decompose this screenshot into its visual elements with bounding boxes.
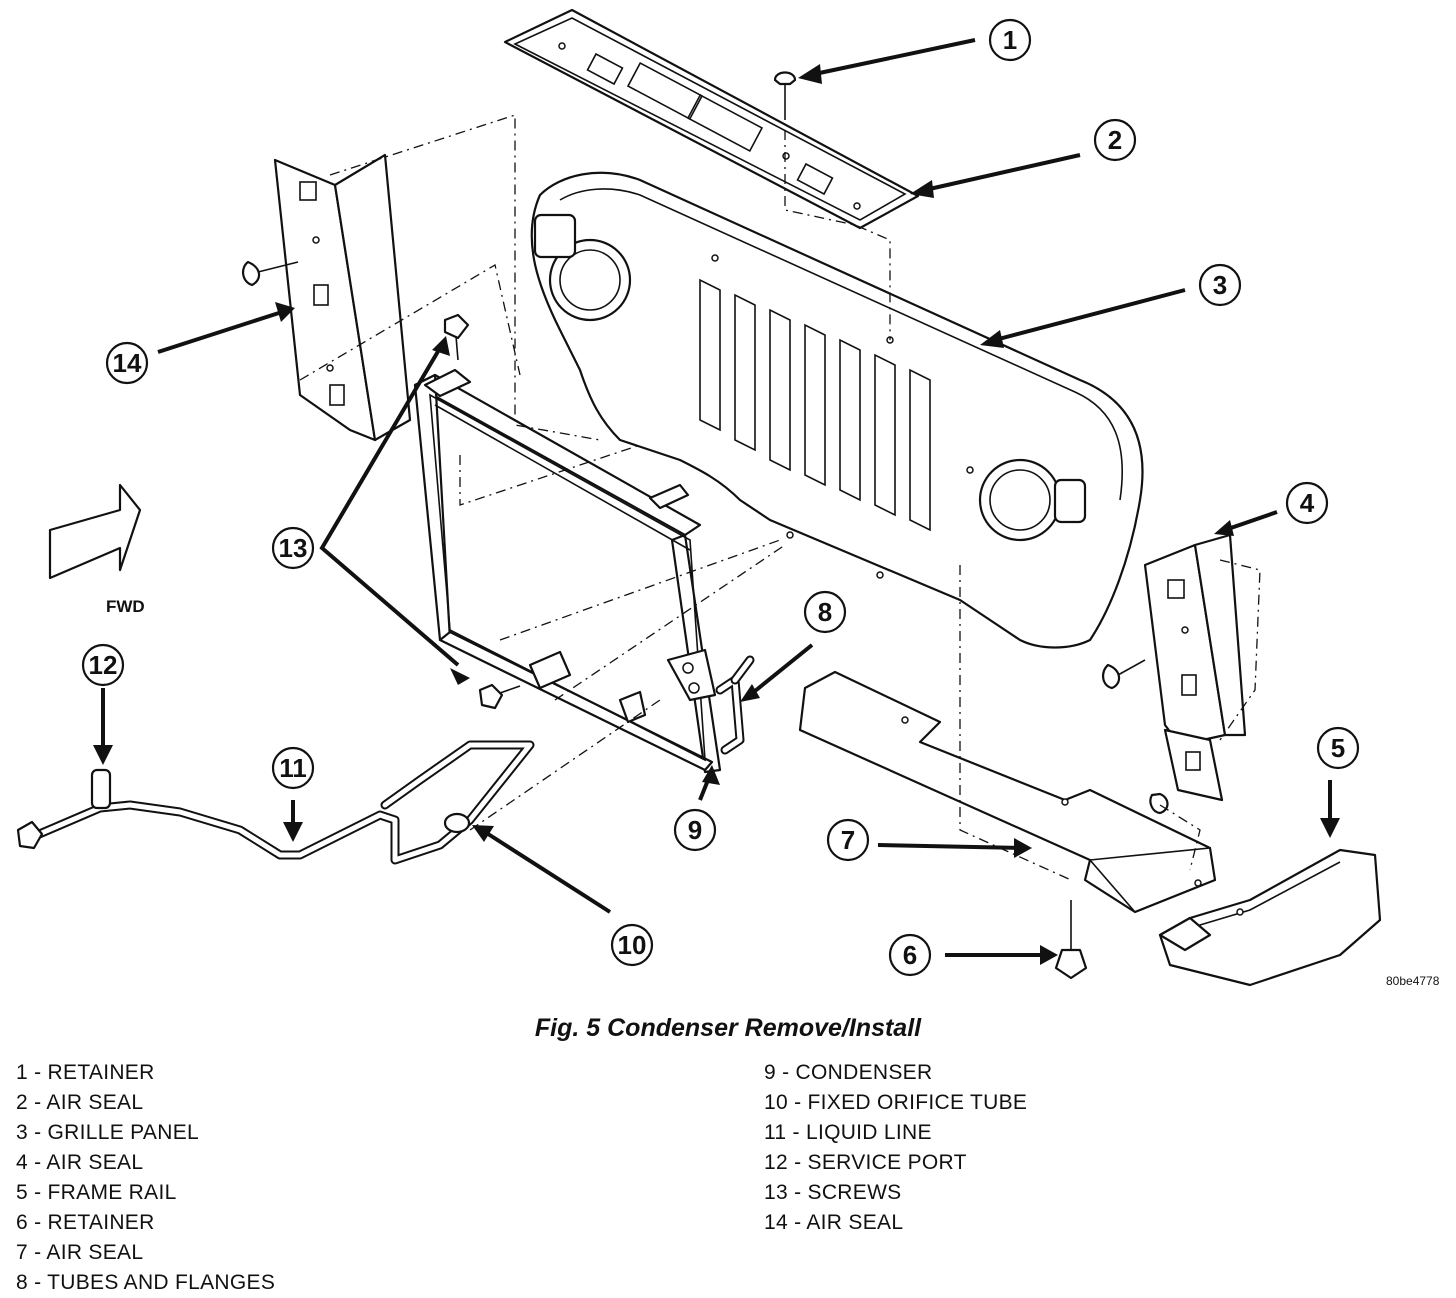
legend-left-column: 1 - RETAINER 2 - AIR SEAL 3 - GRILLE PAN…	[16, 1058, 275, 1298]
callout-12: 12	[81, 643, 125, 687]
svg-text:7: 7	[841, 825, 855, 855]
svg-text:6: 6	[903, 940, 917, 970]
callout-8: 8	[803, 590, 847, 634]
liquid-line	[16, 740, 535, 865]
legend-item: 1 - RETAINER	[16, 1061, 155, 1084]
forward-arrow	[48, 483, 142, 580]
svg-text:11: 11	[279, 753, 307, 783]
image-code: 80be4778	[1386, 974, 1440, 988]
legend-item: 14 - AIR SEAL	[764, 1211, 904, 1234]
leader-arrowheads	[93, 64, 1340, 965]
legend-right-column: 9 - CONDENSER 10 - FIXED ORIFICE TUBE 11…	[764, 1058, 1027, 1238]
svg-text:14: 14	[113, 348, 142, 378]
svg-text:5: 5	[1331, 733, 1345, 763]
callout-11: 11	[271, 746, 315, 790]
callout-10: 10	[610, 923, 654, 967]
legend-item: 11 - LIQUID LINE	[764, 1121, 932, 1144]
svg-text:3: 3	[1213, 270, 1227, 300]
screws	[443, 313, 521, 710]
svg-text:13: 13	[279, 533, 308, 563]
legend-item: 12 - SERVICE PORT	[764, 1151, 967, 1174]
top-retainer	[773, 71, 797, 120]
left-air-seal	[242, 153, 412, 442]
svg-text:8: 8	[818, 597, 832, 627]
callout-9: 9	[673, 808, 717, 852]
svg-text:12: 12	[89, 650, 118, 680]
frame-rail	[1158, 848, 1382, 987]
exploded-view-diagram: FWD 80be4778 1 2 3 4 5	[16, 8, 1440, 988]
legend-item: 6 - RETAINER	[16, 1211, 155, 1234]
condenser	[413, 368, 755, 774]
callout-4: 4	[1285, 481, 1329, 525]
svg-text:4: 4	[1300, 488, 1315, 518]
callout-13: 13	[271, 526, 315, 570]
svg-text:9: 9	[688, 815, 702, 845]
callout-1: 1	[988, 18, 1032, 62]
right-air-seal	[1102, 533, 1247, 815]
legend-item: 2 - AIR SEAL	[16, 1091, 144, 1114]
legend-item: 4 - AIR SEAL	[16, 1151, 144, 1174]
callout-2: 2	[1093, 118, 1137, 162]
leader-lines	[101, 38, 1332, 957]
grille-panel	[530, 171, 1144, 649]
legend-item: 13 - SCREWS	[764, 1181, 902, 1204]
legend-item: 5 - FRAME RAIL	[16, 1181, 177, 1204]
callout-3: 3	[1198, 263, 1242, 307]
alignment-lines	[299, 114, 1261, 881]
legend-item: 7 - AIR SEAL	[16, 1241, 144, 1264]
callout-5: 5	[1316, 726, 1360, 770]
callout-6: 6	[888, 933, 932, 977]
svg-text:2: 2	[1108, 125, 1122, 155]
callout-7: 7	[826, 818, 870, 862]
svg-text:1: 1	[1003, 25, 1017, 55]
legend-item: 3 - GRILLE PANEL	[16, 1121, 199, 1144]
legend-item: 8 - TUBES AND FLANGES	[16, 1271, 276, 1294]
svg-text:10: 10	[618, 930, 647, 960]
legend-item: 10 - FIXED ORIFICE TUBE	[764, 1091, 1028, 1114]
lower-retainer	[1054, 900, 1088, 980]
callout-14: 14	[105, 341, 149, 385]
figure-caption: Fig. 5 Condenser Remove/Install	[534, 1014, 922, 1042]
lower-air-seal	[798, 670, 1217, 914]
fwd-label: FWD	[106, 597, 145, 616]
legend-item: 9 - CONDENSER	[764, 1061, 933, 1084]
